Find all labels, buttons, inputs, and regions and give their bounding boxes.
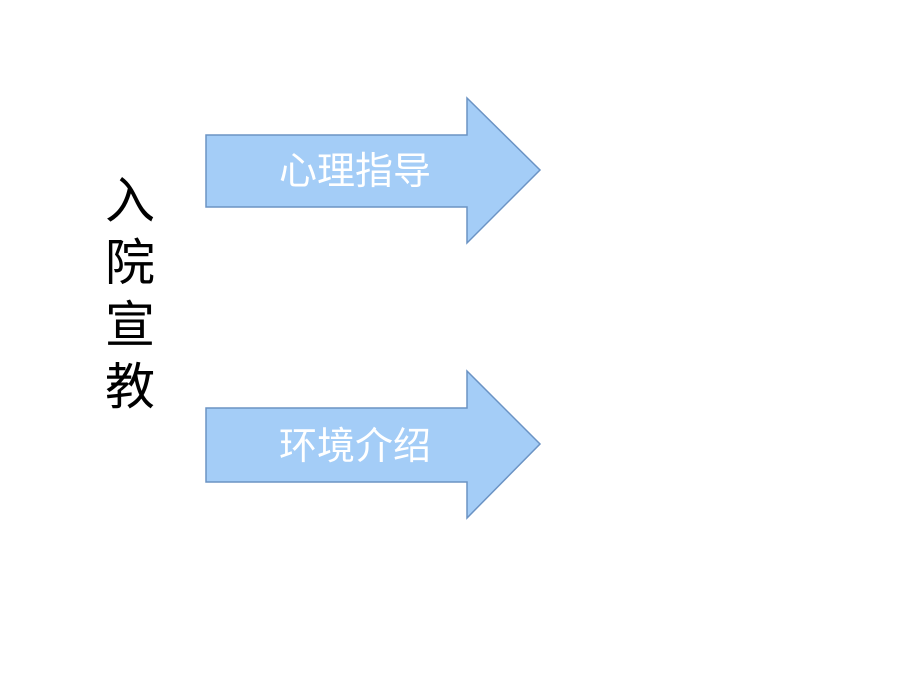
arrow-label: 环境介绍	[278, 424, 431, 468]
vertical-title: 入 院 宣 教	[100, 170, 160, 418]
title-char: 入	[105, 172, 155, 230]
title-char: 院	[105, 234, 155, 292]
arrow-label: 心理指导	[278, 149, 431, 193]
arrow-polygon	[205, 96, 542, 245]
arrow-psychological-guidance: 心理指导	[205, 96, 545, 247]
arrow-shape	[205, 96, 542, 245]
title-char: 宣	[105, 296, 155, 354]
arrow-shape	[205, 369, 542, 520]
arrow-environment-introduction: 环境介绍	[205, 369, 545, 520]
arrow-polygon	[205, 369, 542, 520]
title-char: 教	[105, 358, 155, 416]
